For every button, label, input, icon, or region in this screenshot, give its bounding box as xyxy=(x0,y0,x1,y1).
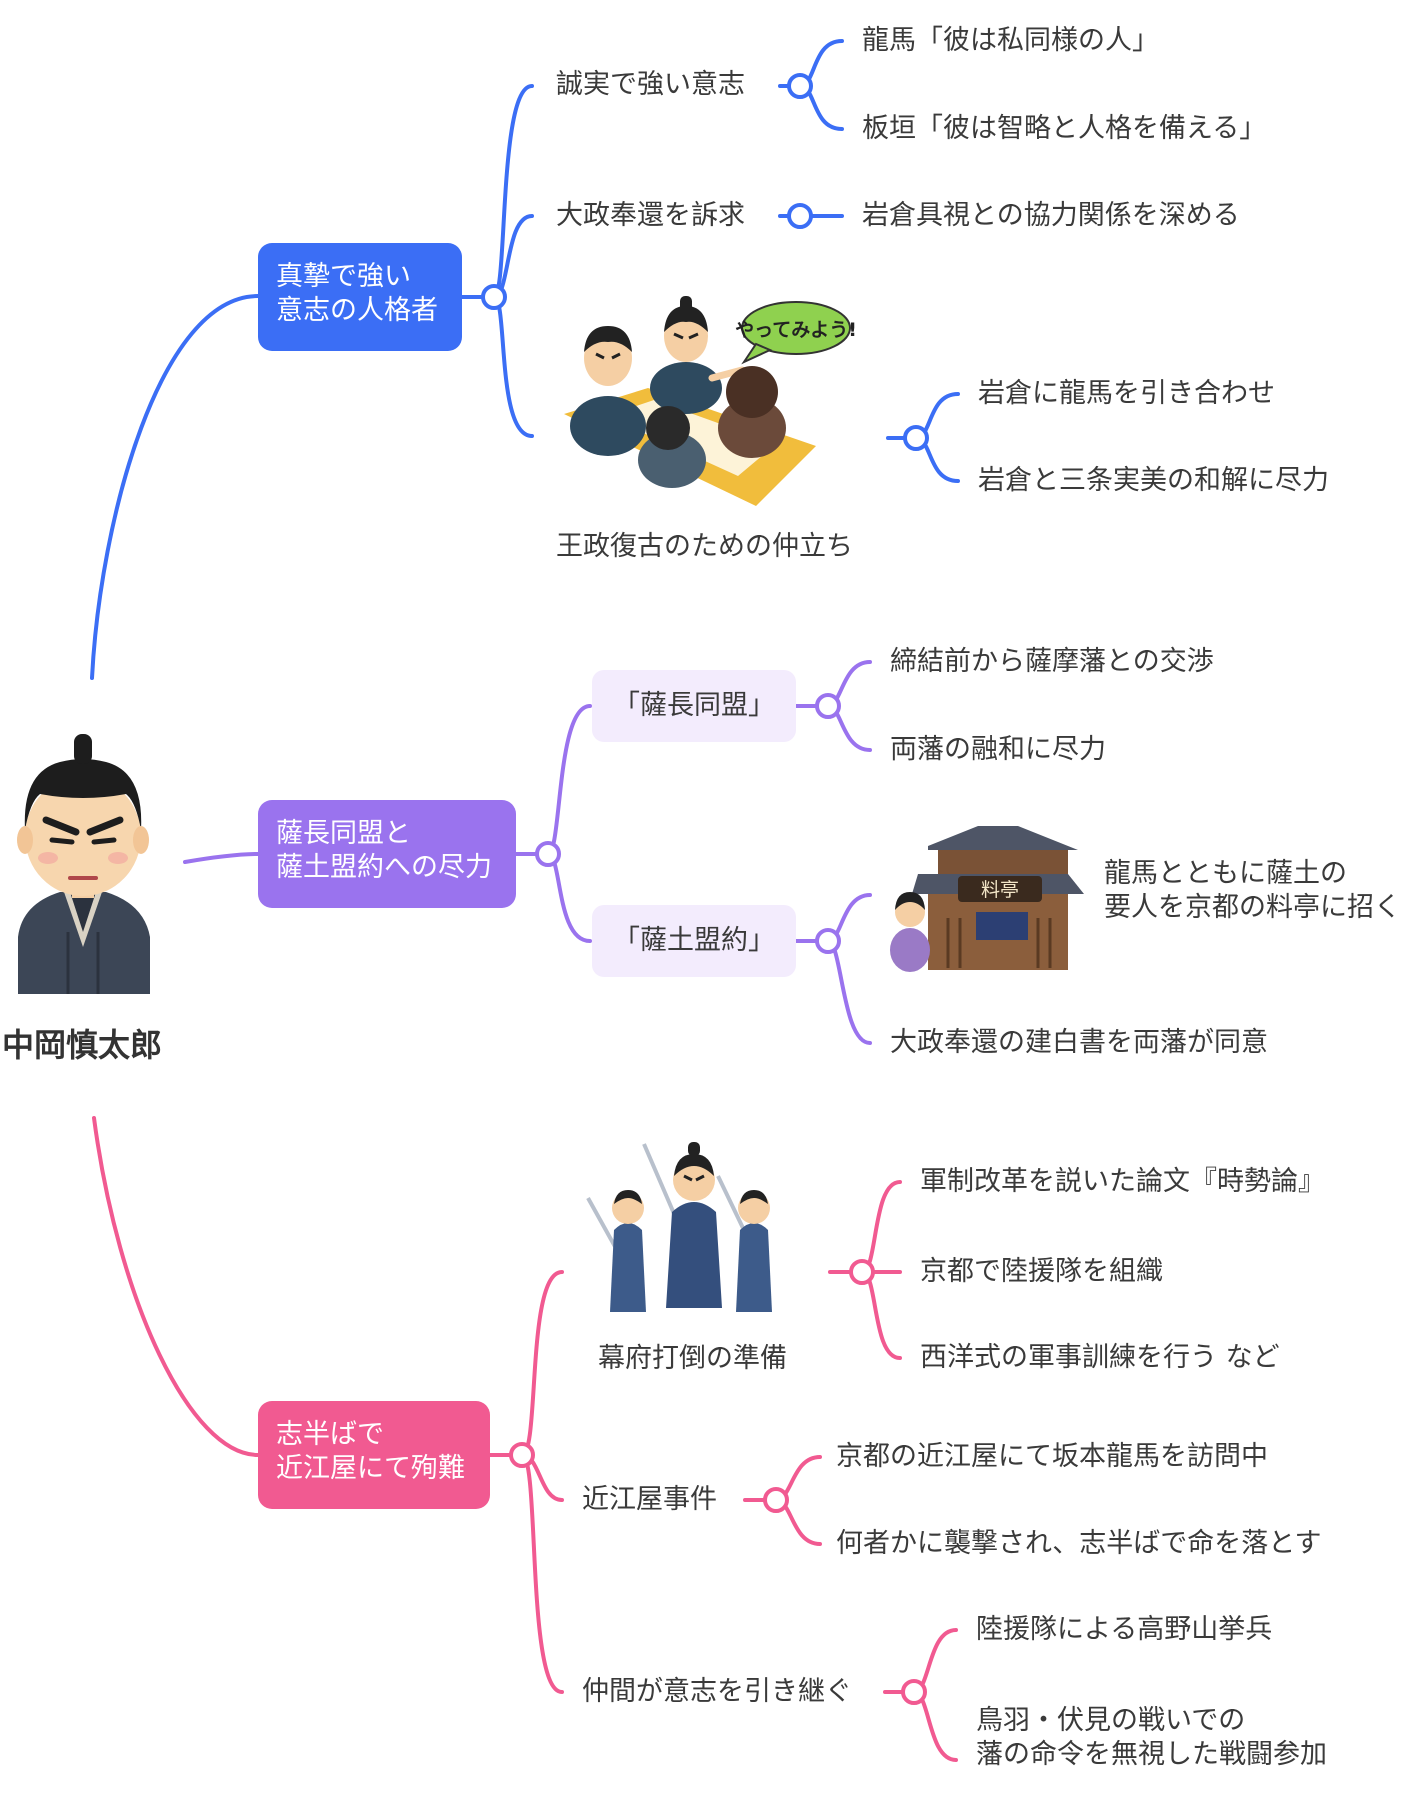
subtopic-mediator[interactable]: 王政復古のための仲立ち xyxy=(556,531,853,562)
meeting-illustration-icon: やってみよう! xyxy=(564,296,856,506)
leaf-petition-agreement[interactable]: 大政奉還の建白書を両藩が同意 xyxy=(890,1027,1268,1058)
samurai-illustration-icon xyxy=(586,1142,772,1312)
topic-personality[interactable]: 真摯で強い 意志の人格者 xyxy=(258,243,462,351)
leaf-jiseiron[interactable]: 軍制改革を説いた論文『時勢論』 xyxy=(920,1166,1325,1197)
leaf-reconcile-domains[interactable]: 両藩の融和に尽力 xyxy=(890,734,1106,765)
subtopic-satto-pact[interactable]: 「薩土盟約」 xyxy=(592,905,796,977)
leaf-iwakura-cooperation[interactable]: 岩倉具視との協力関係を深める xyxy=(862,200,1240,231)
leaf-ryoma-quote[interactable]: 龍馬「彼は私同様の人」 xyxy=(862,25,1159,56)
leaf-satsuma-negotiation[interactable]: 締結前から薩摩藩との交渉 xyxy=(890,646,1214,677)
subtopic-taisei-hokan[interactable]: 大政奉還を訴求 xyxy=(556,200,745,231)
ryotei-illustration-icon: 料亭 xyxy=(890,826,1084,972)
leaf-toba-fushimi[interactable]: 鳥羽・伏見の戦いでの 藩の命令を無視した戦闘参加 xyxy=(976,1705,1327,1770)
leaf-visiting-ryoma[interactable]: 京都の近江屋にて坂本龍馬を訪問中 xyxy=(836,1441,1268,1472)
leaf-koyasan-uprising[interactable]: 陸援隊による高野山挙兵 xyxy=(976,1614,1273,1645)
leaf-rikuentai[interactable]: 京都で陸援隊を組織 xyxy=(920,1256,1163,1287)
ryotei-sign-text: 料亭 xyxy=(981,879,1019,901)
subtopic-honesty[interactable]: 誠実で強い意志 xyxy=(556,69,745,100)
subtopic-overthrow-prep[interactable]: 幕府打倒の準備 xyxy=(598,1343,787,1374)
subtopic-omiya-incident[interactable]: 近江屋事件 xyxy=(582,1484,717,1515)
leaf-western-training[interactable]: 西洋式の軍事訓練を行う など xyxy=(920,1342,1280,1373)
subtopic-satcho-alliance[interactable]: 「薩長同盟」 xyxy=(592,670,796,742)
leaf-invite-to-ryotei[interactable]: 龍馬とともに薩土の 要人を京都の料亭に招く xyxy=(1104,858,1401,923)
speech-bubble-text: やってみよう! xyxy=(735,319,856,341)
leaf-attacked[interactable]: 何者かに襲撃され、志半ばで命を落とす xyxy=(836,1528,1322,1559)
topic-martyrdom[interactable]: 志半ばで 近江屋にて殉難 xyxy=(258,1401,490,1509)
leaf-reconcile-sanjo[interactable]: 岩倉と三条実美の和解に尽力 xyxy=(978,465,1329,496)
subtopic-successors[interactable]: 仲間が意志を引き継ぐ xyxy=(582,1676,852,1707)
leaf-introduce-ryoma[interactable]: 岩倉に龍馬を引き合わせ xyxy=(978,378,1275,409)
leaf-itagaki-quote[interactable]: 板垣「彼は智略と人格を備える」 xyxy=(862,113,1267,144)
topic-alliances[interactable]: 薩長同盟と 薩土盟約への尽力 xyxy=(258,800,516,908)
nakaoka-portrait-icon xyxy=(17,734,150,994)
root-title: 中岡慎太郎 xyxy=(2,1026,163,1064)
